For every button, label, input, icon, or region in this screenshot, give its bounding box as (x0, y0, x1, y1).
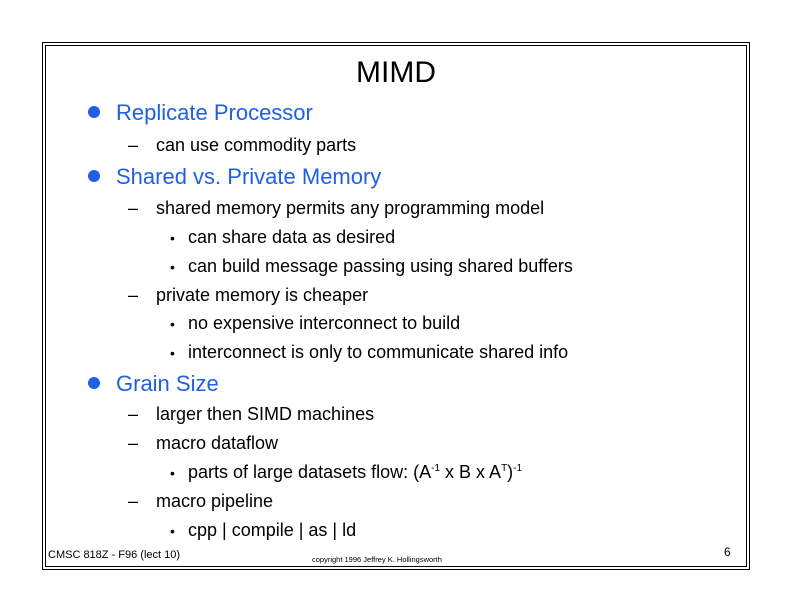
formula-close-paren: ) (507, 462, 514, 482)
dash-icon: – (128, 198, 139, 218)
subitem-commodity-parts: –can use commodity parts (128, 134, 356, 156)
bullet-grain-size: Grain Size (88, 371, 219, 397)
footer-copyright: copyright 1996 Jeffrey K. Hollingsworth (312, 555, 442, 564)
bullet-dot-icon (88, 106, 100, 118)
formula-transpose: T (501, 463, 508, 474)
subitem-text: shared memory permits any programming mo… (156, 198, 545, 218)
dash-icon: – (128, 285, 139, 305)
small-bullet-icon: • (170, 345, 175, 361)
bullet-replicate-processor: Replicate Processor (88, 100, 313, 126)
subsubitem-text: can share data as desired (188, 227, 396, 247)
bullet-text: Grain Size (116, 371, 219, 396)
subsubitem-cpp-pipeline: • cpp | compile | as | ld (170, 519, 356, 542)
formula-prefix: parts of large datasets flow: (A (188, 462, 432, 482)
subsubitem-no-interconnect: • no expensive interconnect to build (170, 312, 460, 335)
subsubitem-datasets-flow: •parts of large datasets flow: (A-1 x B … (170, 461, 522, 484)
bullet-dot-icon (88, 377, 100, 389)
small-bullet-icon: • (170, 523, 175, 539)
subitem-text: macro dataflow (156, 433, 279, 453)
small-bullet-icon: • (170, 465, 175, 481)
subitem-macro-dataflow: –macro dataflow (128, 432, 278, 454)
subsubitem-share-data: • can share data as desired (170, 226, 395, 249)
slide-outer-border (42, 42, 750, 570)
subsubitem-interconnect-shared-info: • interconnect is only to communicate sha… (170, 341, 568, 364)
bullet-dot-icon (88, 170, 100, 182)
page-number: 6 (724, 545, 731, 559)
subitem-text: can use commodity parts (156, 135, 357, 155)
subitem-text: larger then SIMD machines (156, 404, 375, 424)
formula-exponent: -1 (513, 463, 523, 474)
footer-course: CMSC 818Z - F96 (lect 10) (48, 549, 181, 561)
subitem-text: macro pipeline (156, 491, 274, 511)
bullet-text: Replicate Processor (116, 100, 313, 125)
slide-title: MIMD (356, 56, 436, 89)
subitem-larger-than-simd: –larger then SIMD machines (128, 403, 374, 425)
subsubitem-text: no expensive interconnect to build (188, 313, 461, 333)
dash-icon: – (128, 491, 139, 511)
bullet-shared-vs-private-memory: Shared vs. Private Memory (88, 164, 381, 190)
subitem-private-memory-cheaper: –private memory is cheaper (128, 284, 368, 306)
small-bullet-icon: • (170, 316, 175, 332)
subsubitem-text: can build message passing using shared b… (188, 256, 573, 276)
dash-icon: – (128, 433, 139, 453)
subsubitem-text: interconnect is only to communicate shar… (188, 342, 569, 362)
subitem-macro-pipeline: –macro pipeline (128, 490, 273, 512)
subitem-text: private memory is cheaper (156, 285, 369, 305)
small-bullet-icon: • (170, 230, 175, 246)
formula-middle: x B x A (440, 462, 502, 482)
formula-exponent: -1 (431, 463, 441, 474)
subsubitem-text: cpp | compile | as | ld (188, 520, 357, 540)
subsubitem-message-passing: • can build message passing using shared … (170, 255, 573, 278)
bullet-text: Shared vs. Private Memory (116, 164, 382, 189)
dash-icon: – (128, 135, 139, 155)
subitem-shared-memory-model: –shared memory permits any programming m… (128, 197, 544, 219)
small-bullet-icon: • (170, 259, 175, 275)
dash-icon: – (128, 404, 139, 424)
slide-inner-border (45, 45, 747, 567)
